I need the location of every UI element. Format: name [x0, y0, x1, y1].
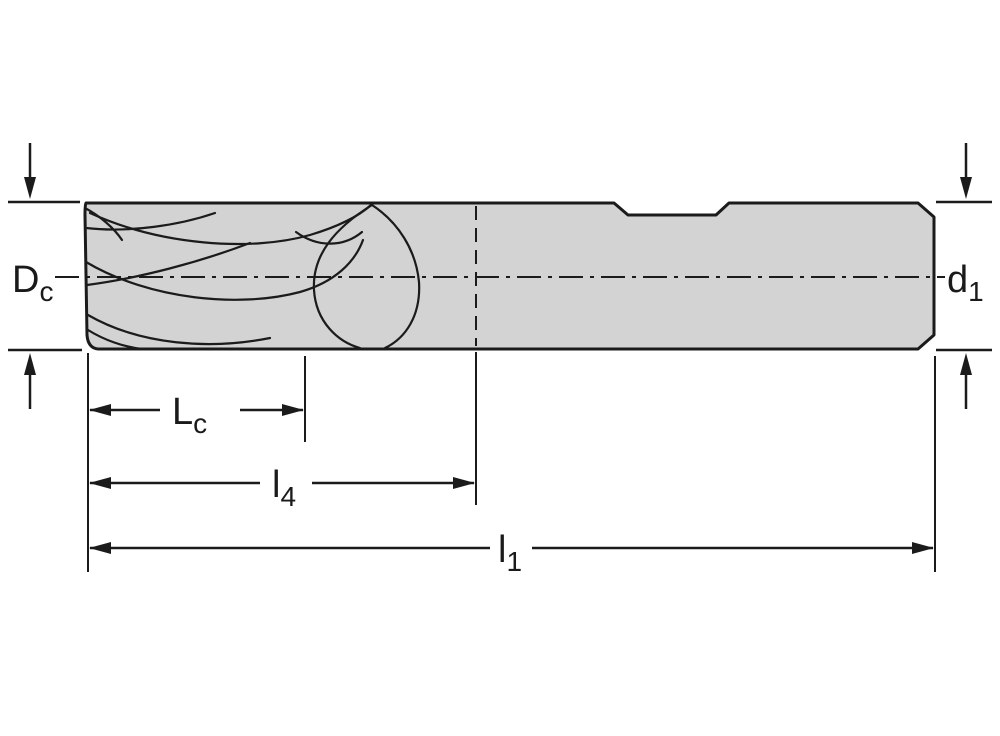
tip-edge-curve-bottom — [86, 328, 144, 351]
label-Lc-sub: c — [193, 408, 207, 439]
dim-l1 — [89, 542, 934, 554]
dim-l4-arrow-right — [453, 477, 475, 489]
dim-l1-arrow-left — [89, 542, 111, 554]
arrowhead-top-right — [960, 177, 972, 199]
flute-curves — [83, 203, 421, 351]
dim-lc-arrow-right — [282, 404, 304, 416]
flute-face-hook — [294, 230, 364, 245]
label-l4-sub: 4 — [280, 481, 296, 512]
length-extension-lines — [87, 352, 936, 572]
label-l1: l1 — [498, 529, 522, 577]
flute-runout-right-curve — [370, 203, 421, 350]
label-l4: l4 — [272, 464, 296, 512]
label-l4-main: l — [272, 464, 280, 506]
label-d1-main: d — [947, 259, 968, 301]
label-Dc-main: D — [12, 259, 39, 301]
label-Dc: Dc — [12, 259, 53, 307]
label-Dc-sub: c — [39, 276, 53, 307]
dim-l4-arrow-left — [89, 477, 111, 489]
dim-lc-arrow-left — [89, 404, 111, 416]
arrowhead-bottom-right — [960, 353, 972, 375]
label-l1-sub: 1 — [506, 546, 522, 577]
label-l1-main: l — [498, 529, 506, 571]
dim-lc — [89, 404, 304, 416]
flute-helix-5 — [85, 241, 252, 287]
flute-runout-left-curve — [312, 203, 374, 350]
flute-helix-1 — [88, 203, 373, 246]
tip-edge-curve-top — [83, 206, 124, 242]
arrowhead-top-left — [24, 177, 36, 199]
label-Lc: Lc — [172, 391, 207, 439]
flute-helix-4 — [84, 211, 217, 231]
diameter-arrows — [24, 143, 972, 409]
dim-l1-arrow-right — [912, 542, 934, 554]
label-d1-sub: 1 — [968, 276, 984, 307]
flute-helix-2 — [84, 238, 365, 301]
label-d1: d1 — [947, 259, 984, 307]
flute-helix-3 — [86, 313, 272, 346]
arrowhead-bottom-left — [24, 353, 36, 375]
edge-extension-lines — [8, 200, 992, 352]
label-Lc-main: L — [172, 391, 193, 433]
dim-l4 — [89, 477, 475, 489]
